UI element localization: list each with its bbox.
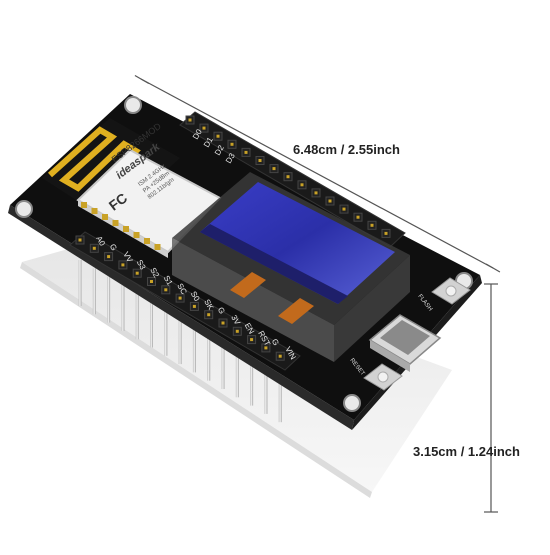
socket-pin [300, 183, 304, 187]
module-pad [144, 238, 150, 244]
header-pin [178, 318, 182, 365]
socket-pin [286, 175, 290, 179]
socket-pin [235, 329, 239, 333]
height-dimension-label: 3.15cm / 1.24inch [413, 444, 520, 459]
socket-pin [92, 246, 96, 250]
module-pad [112, 220, 119, 226]
module-pad [154, 244, 161, 250]
socket-pin [178, 296, 182, 300]
socket-pin [216, 134, 220, 138]
header-pin [192, 326, 196, 373]
mount-hole [124, 96, 142, 114]
mount-hole [15, 200, 33, 218]
socket-pin [221, 321, 225, 325]
header-pin [92, 268, 96, 315]
socket-pin [314, 191, 318, 195]
module-pad [91, 208, 98, 214]
header-pin [150, 301, 153, 348]
bottom-pin-label: G [108, 242, 119, 252]
width-dimension-label: 6.48cm / 2.55inch [293, 142, 400, 157]
header-pin [221, 343, 225, 389]
socket-pin [121, 263, 125, 267]
socket-pin [384, 231, 388, 235]
socket-pin [264, 346, 268, 350]
socket-pin [78, 238, 82, 242]
socket-pin [107, 255, 111, 259]
wifi-module [42, 118, 222, 258]
usb-c-connector [368, 314, 442, 372]
socket-pin [258, 159, 262, 162]
header-pin [78, 260, 82, 306]
bottom-pin-label: S1 [162, 274, 175, 287]
flex-ribbon [278, 298, 314, 324]
oled-display [172, 172, 410, 362]
bottom-pin-label: G [216, 306, 227, 316]
pin-header-bottom [69, 231, 301, 371]
oled-screen [200, 182, 395, 304]
bottom-pin-label: S0 [189, 290, 202, 303]
header-pin [278, 376, 282, 423]
socket-pin [207, 313, 211, 317]
socket-pin [188, 118, 192, 122]
bottom-pin-label: G [270, 337, 281, 347]
bottom-pin-label: S2 [148, 266, 161, 279]
bottom-pin-label: A0 [94, 235, 107, 248]
socket-pin [202, 126, 206, 130]
header-pins-bottom [78, 260, 282, 423]
module-pad [81, 202, 87, 208]
module-pad [102, 214, 108, 220]
header-pin [135, 293, 139, 340]
socket-pin [244, 150, 248, 154]
mount-hole [343, 394, 361, 412]
socket-pin [272, 167, 276, 171]
socket-pin [356, 215, 360, 219]
socket-pin [342, 207, 346, 211]
height-dimension-line [484, 283, 498, 513]
socket-pin [278, 354, 282, 358]
antenna-trace [47, 126, 141, 198]
socket-pin [328, 199, 332, 203]
bottom-pin-label: S3 [135, 258, 148, 271]
flex-ribbon [230, 272, 266, 298]
module-pad [133, 232, 140, 238]
socket-pin [150, 280, 153, 283]
header-pin [164, 309, 168, 356]
socket-pin [370, 223, 374, 227]
socket-pin [230, 142, 234, 146]
pin-header-top [179, 111, 406, 248]
header-pin [235, 351, 239, 398]
header-pin [250, 359, 254, 406]
header-pin [121, 284, 125, 331]
socket-pin [192, 304, 196, 308]
header-pin [264, 367, 268, 414]
width-dimension-line [134, 74, 501, 273]
socket-pin [135, 271, 139, 275]
reset-button[interactable] [363, 363, 403, 391]
socket-pin [164, 288, 168, 292]
module-pad [123, 226, 129, 232]
header-pin [207, 334, 211, 381]
socket-pin [250, 338, 254, 342]
flash-button[interactable] [431, 277, 471, 305]
header-pin [107, 276, 111, 323]
